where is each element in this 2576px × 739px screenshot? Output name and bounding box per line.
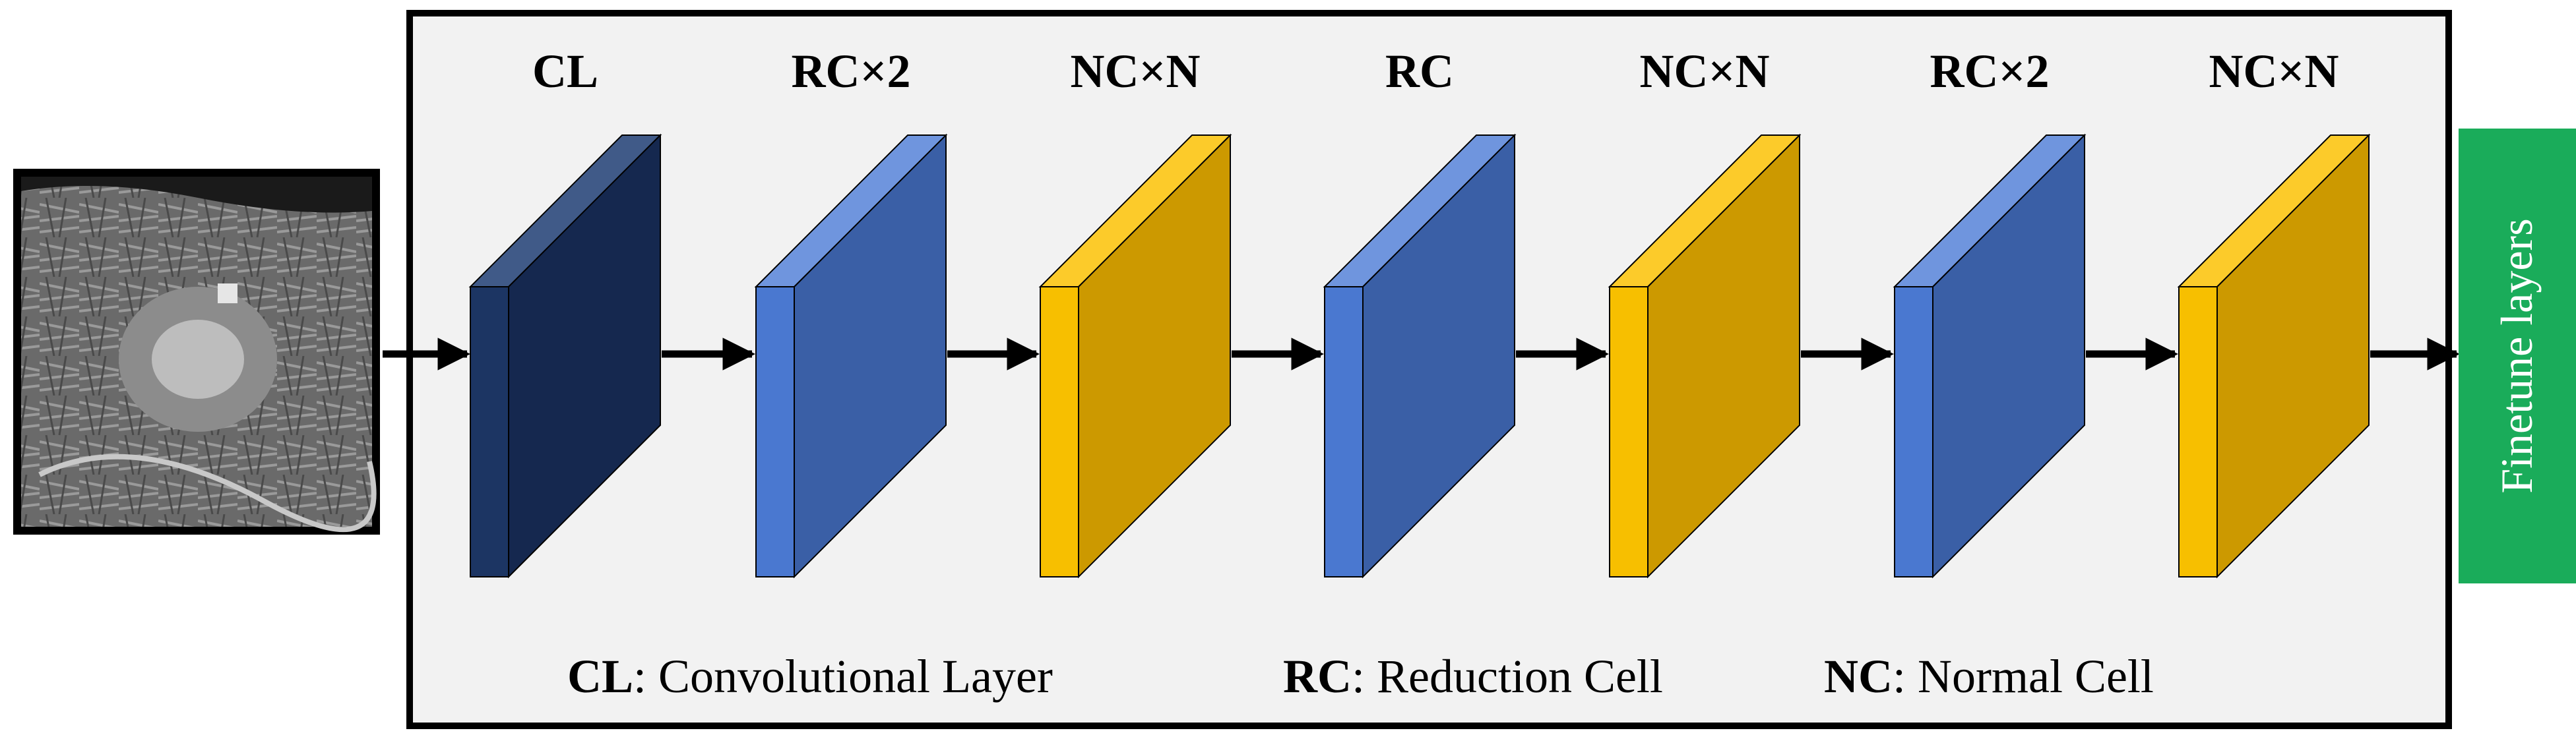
layer-front-face	[2178, 286, 2218, 577]
layer-label: NC×N	[1639, 45, 1769, 98]
legend: CL: Convolutional Layer RC: Reduction Ce…	[567, 650, 2154, 703]
finetune-layers-box: Finetune layers	[2459, 129, 2576, 583]
layers-group: CL RC×2 NC×N RC NC×N RC×2 NC×N	[468, 45, 2371, 579]
layer-label: RC×2	[1930, 45, 2049, 98]
legend-item-rc: RC: Reduction Cell	[1283, 650, 1663, 703]
layer-4-reduction: RC	[1323, 45, 1517, 579]
layer-front-face	[1894, 286, 1933, 577]
layer-front-face	[1324, 286, 1364, 577]
layer-5-normal: NC×N	[1608, 45, 1802, 579]
layer-label: RC	[1385, 45, 1454, 98]
layer-label: RC×2	[791, 45, 910, 98]
legend-item-nc: NC: Normal Cell	[1824, 650, 2154, 703]
layer-7-normal: NC×N	[2177, 45, 2371, 579]
legend-item-cl: CL: Convolutional Layer	[567, 650, 1053, 703]
layer-label: NC×N	[2209, 45, 2339, 98]
layer-3-normal: NC×N	[1038, 45, 1232, 579]
layer-front-face	[1040, 286, 1079, 577]
layer-6-reduction: RC×2	[1893, 45, 2087, 579]
input-image	[13, 169, 380, 535]
layer-front-face	[1609, 286, 1649, 577]
layer-front-face	[755, 286, 795, 577]
layer-label: NC×N	[1070, 45, 1200, 98]
finetune-layers-label: Finetune layers	[2492, 218, 2542, 493]
layer-label: CL	[532, 45, 598, 98]
layer-1-conv: CL	[468, 45, 662, 579]
layer-front-face	[470, 286, 509, 577]
layer-2-reduction: RC×2	[754, 45, 948, 579]
